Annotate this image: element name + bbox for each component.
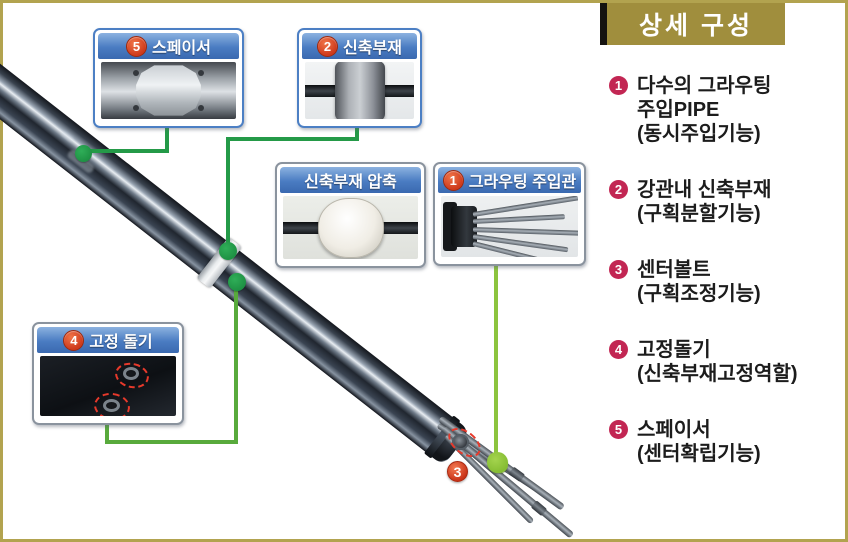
callout-expansion-label: 신축부재 — [343, 40, 402, 57]
pipe-point-fixing — [228, 273, 246, 291]
compressed-expansion-member — [317, 197, 384, 258]
sidebar-item-expansion: 2 강관내 신축부재 (구획분할기능) — [609, 178, 841, 226]
callout-spacer-header: 5 스페이서 — [98, 33, 239, 59]
callout-expansion: 2 신축부재 — [297, 28, 422, 128]
sidebar-title: 상세 구성 — [607, 3, 785, 45]
clamp-bolt — [133, 69, 140, 76]
callout-compression-header: 신축부재 압축 — [280, 167, 421, 193]
sidebar-accent-bar — [600, 3, 607, 45]
callout-grouting-label: 그라우팅 주입관 — [468, 174, 577, 191]
callout-grouting-header: 1 그라우팅 주입관 — [438, 167, 581, 193]
number-circle-icon: 2 — [609, 180, 628, 199]
callout-grouting-photo — [441, 196, 578, 257]
pipe-point-spacer — [75, 145, 92, 162]
item-line: 센터볼트 — [637, 259, 711, 281]
callout-fixing-photo — [40, 356, 176, 416]
spacer-clamp — [136, 65, 201, 116]
callout-fixing-header: 4 고정 돌기 — [37, 327, 179, 353]
pipe-marking — [59, 129, 75, 144]
connector-fixing — [105, 424, 109, 444]
callout-spacer-photo — [101, 62, 236, 119]
number-circle-icon: 2 — [317, 35, 339, 57]
callout-compression-label: 신축부재 압축 — [304, 174, 397, 191]
connector-spacer — [83, 149, 169, 153]
callout-fixing-label: 고정 돌기 — [89, 334, 153, 351]
fixing-protrusion — [122, 367, 139, 381]
sidebar-item-list: 1 다수의 그라우팅 주입PIPE (동시주입기능) 2 강관내 신축부재 (구… — [609, 74, 841, 498]
connector-spacer — [165, 127, 169, 153]
item-line: (구획분할기능) — [637, 203, 761, 225]
item-line: 스페이서 — [637, 419, 711, 441]
injection-tube — [472, 226, 578, 236]
clamp-bolt — [197, 69, 204, 76]
number-circle-icon: 1 — [442, 169, 464, 191]
item-line: 주입PIPE — [637, 99, 720, 121]
sidebar-item-center-bolt: 3 센터볼트 (구획조정기능) — [609, 258, 841, 306]
callout-spacer: 5 스페이서 — [93, 28, 244, 128]
number-circle-icon: 4 — [63, 329, 85, 351]
number-circle-icon: 5 — [126, 35, 148, 57]
sidebar-item-grouting-pipe: 1 다수의 그라우팅 주입PIPE (동시주입기능) — [609, 74, 841, 146]
clamp-bolt — [133, 105, 140, 112]
connector-expansion — [355, 127, 359, 141]
callout-fixing: 4 고정 돌기 — [32, 322, 184, 425]
number-circle-icon: 4 — [609, 340, 628, 359]
item-line: (신축부재고정역할) — [637, 363, 798, 385]
number-circle-icon: 1 — [609, 76, 628, 95]
pipe-point-expansion — [219, 242, 237, 260]
connector-expansion — [226, 137, 359, 141]
callout-compression: 신축부재 압축 — [275, 162, 426, 268]
sidebar-item-fixing: 4 고정돌기 (신축부재고정역할) — [609, 338, 841, 386]
connector-grouting — [494, 264, 498, 462]
item-line: (구획조정기능) — [637, 283, 761, 305]
callout-compression-photo — [283, 196, 418, 259]
item-line: (센터확립기능) — [637, 443, 761, 465]
callout-grouting: 1 그라우팅 주입관 — [433, 162, 586, 266]
expansion-member — [334, 62, 385, 119]
connector-expansion — [226, 137, 230, 253]
protrusion-highlight-ellipse — [92, 390, 133, 416]
connector-fixing — [105, 440, 238, 444]
item-line: 고정돌기 — [637, 339, 711, 361]
center-bolt-number-badge: 3 — [447, 461, 468, 482]
sidebar-item-spacer: 5 스페이서 (센터확립기능) — [609, 418, 841, 466]
injection-tube — [472, 214, 566, 225]
callout-expansion-header: 2 신축부재 — [302, 33, 417, 59]
item-line: 강관내 신축부재 — [637, 179, 772, 201]
rod-sleeve — [530, 500, 548, 517]
callout-expansion-photo — [305, 62, 414, 119]
clamp-bolt — [197, 105, 204, 112]
number-circle-icon: 3 — [609, 260, 628, 279]
item-line: 다수의 그라우팅 — [637, 75, 772, 97]
number-circle-icon: 5 — [609, 420, 628, 439]
item-line: (동시주입기능) — [637, 123, 761, 145]
center-bolt — [452, 434, 469, 450]
protrusion-highlight-ellipse — [112, 359, 152, 391]
fixing-protrusion — [102, 399, 120, 413]
pipe-point-grouting — [487, 452, 508, 473]
callout-spacer-label: 스페이서 — [152, 40, 211, 57]
connector-fixing — [234, 283, 238, 444]
